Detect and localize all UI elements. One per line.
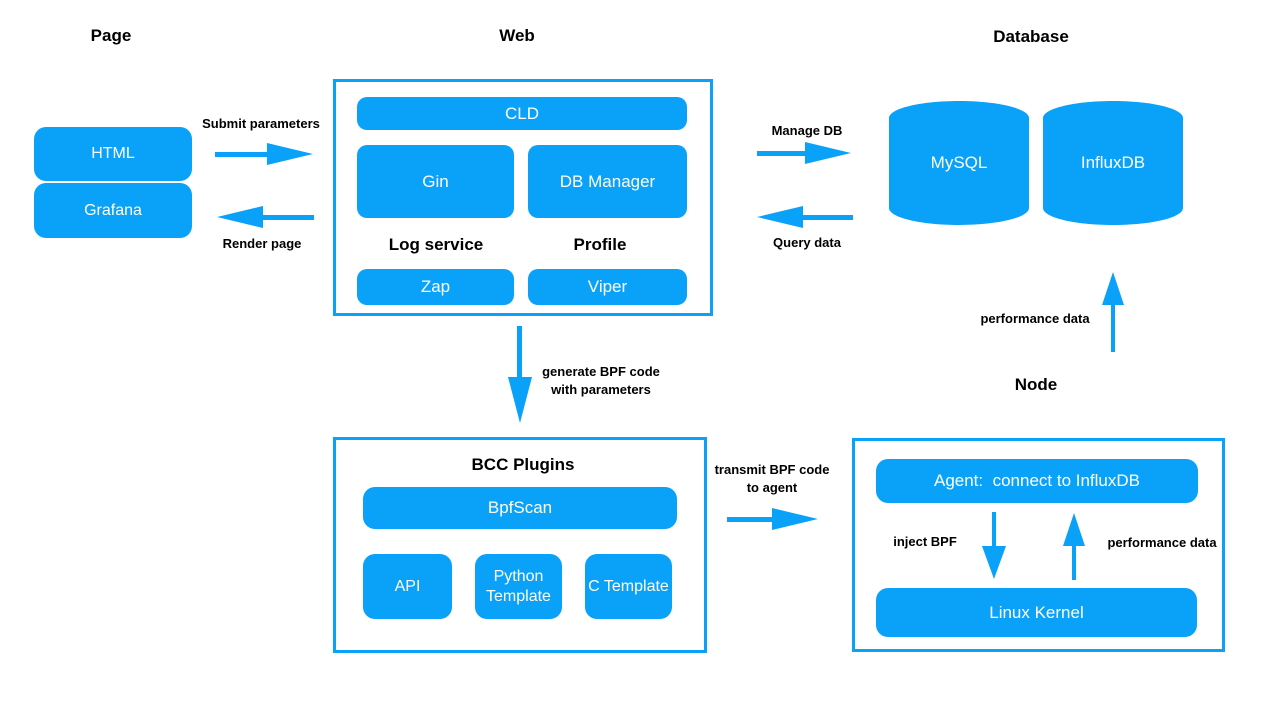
db-manager-box: DB Manager [528, 145, 687, 218]
influxdb-cylinder: InfluxDB [1043, 101, 1183, 225]
linux-kernel-box: Linux Kernel [876, 588, 1197, 637]
arrowhead-right-icon [267, 143, 313, 165]
generate-bpf-label: generate BPF code with parameters [542, 363, 660, 399]
arrowhead-down-icon [982, 546, 1006, 579]
render-page-label: Render page [222, 236, 302, 251]
arrow-shaft [757, 150, 805, 156]
database-heading: Database [993, 27, 1069, 46]
generate-bpf-arrow [507, 326, 532, 423]
mysql-cylinder: MySQL [889, 101, 1029, 225]
bcc-plugins-title: BCC Plugins [471, 455, 575, 474]
arrow-shaft [992, 512, 996, 546]
query-data-label: Query data [773, 235, 841, 250]
generate-bpf-label-line1: generate BPF code [542, 364, 660, 379]
arrow-shaft [263, 214, 314, 220]
web-heading: Web [499, 26, 535, 45]
arrow-shaft [1111, 305, 1115, 352]
kernel-performance-label: performance data [1107, 535, 1217, 550]
arrow-shaft [215, 151, 267, 157]
html-box: HTML [34, 127, 192, 181]
arrow-shaft [803, 214, 853, 220]
cylinder-shape-icon [1043, 101, 1183, 225]
c-template-box: C Template [585, 554, 672, 619]
node-heading: Node [1014, 375, 1058, 394]
transmit-bpf-label-line2: to agent [746, 480, 798, 495]
transmit-bpf-label: transmit BPF code to agent [715, 461, 830, 497]
web-container: CLD Gin DB Manager Log service Profile Z… [333, 79, 713, 316]
node-container: Agent: connect to InfluxDB inject BPF pe… [852, 438, 1225, 652]
python-template-box: Python Template [475, 554, 562, 619]
grafana-box: Grafana [34, 183, 192, 238]
arrowhead-up-icon [1063, 513, 1085, 546]
transmit-bpf-label-line1: transmit BPF code [714, 462, 830, 477]
submit-parameters-label: Submit parameters [202, 116, 320, 131]
cld-box: CLD [357, 97, 687, 130]
api-box: API [363, 554, 452, 619]
mysql-label: MySQL [930, 153, 988, 172]
node-performance-arrow [1102, 272, 1124, 352]
arrowhead-up-icon [1102, 272, 1124, 305]
arrowhead-left-icon [217, 206, 263, 228]
manage-db-arrow [757, 142, 851, 164]
agent-box: Agent: connect to InfluxDB [876, 459, 1198, 503]
gin-box: Gin [357, 145, 514, 218]
arrowhead-right-icon [805, 142, 851, 164]
kernel-performance-arrow [1063, 513, 1085, 580]
manage-db-label: Manage DB [771, 123, 843, 138]
arrowhead-left-icon [757, 206, 803, 228]
node-performance-label: performance data [980, 311, 1090, 326]
profile-label: Profile [573, 235, 627, 254]
inject-bpf-label: inject BPF [893, 534, 957, 549]
arrowhead-down-icon [507, 377, 532, 423]
arrow-shaft [517, 326, 522, 377]
influxdb-label: InfluxDB [1080, 153, 1146, 172]
submit-parameters-arrow [215, 143, 313, 165]
inject-bpf-arrow [982, 512, 1006, 579]
bpfscan-box: BpfScan [363, 487, 677, 529]
bcc-plugins-container: BCC Plugins BpfScan API Python Template … [333, 437, 707, 653]
arrow-shaft [727, 516, 772, 522]
query-data-arrow [757, 206, 853, 228]
zap-box: Zap [357, 269, 514, 305]
arrow-shaft [1072, 546, 1076, 580]
log-service-label: Log service [388, 235, 484, 254]
generate-bpf-label-line2: with parameters [551, 382, 651, 397]
transmit-bpf-arrow [727, 508, 818, 530]
render-page-arrow [217, 206, 314, 228]
cylinder-shape-icon [889, 101, 1029, 225]
viper-box: Viper [528, 269, 687, 305]
page-heading: Page [90, 26, 132, 45]
arrowhead-right-icon [772, 508, 818, 530]
